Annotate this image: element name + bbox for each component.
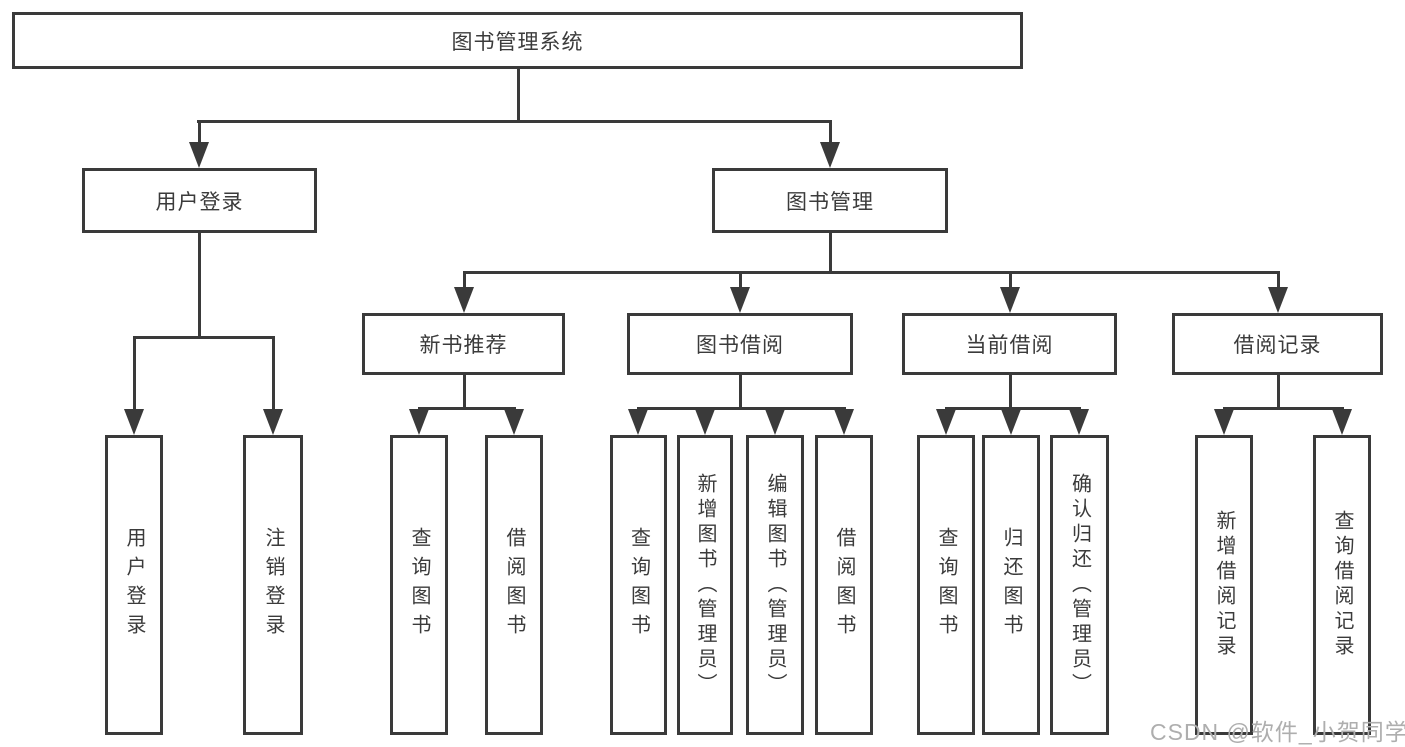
- connector-line: [829, 120, 832, 148]
- node-book-borrow: 图书借阅: [627, 313, 853, 375]
- arrowhead-icon: [834, 409, 854, 435]
- arrowhead-icon: [1332, 409, 1352, 435]
- node-root-label: 图书管理系统: [451, 30, 584, 54]
- leaf-add-book-admin: 新增图书（管理员）: [677, 435, 733, 735]
- leaf-borrow-query-book: 查询图书: [610, 435, 667, 735]
- node-book-management-label: 图书管理: [786, 190, 874, 214]
- connector-line: [517, 68, 520, 122]
- node-new-book-recommend: 新书推荐: [362, 313, 565, 375]
- leaf-return-book: 归还图书: [982, 435, 1040, 735]
- arrowhead-icon: [820, 142, 840, 168]
- connector-line: [463, 271, 466, 292]
- arrowhead-icon: [1268, 287, 1288, 313]
- node-root: 图书管理系统: [12, 12, 1023, 69]
- leaf-confirm-return-admin: 确认归还（管理员）: [1050, 435, 1109, 735]
- node-user-login: 用户登录: [82, 168, 317, 233]
- arrowhead-icon: [1214, 409, 1234, 435]
- node-book-management: 图书管理: [712, 168, 948, 233]
- connector-line: [1223, 407, 1343, 410]
- arrowhead-icon: [765, 409, 785, 435]
- arrowhead-icon: [730, 287, 750, 313]
- arrowhead-icon: [409, 409, 429, 435]
- arrowhead-icon: [1001, 409, 1021, 435]
- connector-line: [1277, 271, 1280, 292]
- connector-line: [463, 271, 1279, 274]
- node-book-borrow-label: 图书借阅: [696, 334, 784, 357]
- leaf-query-borrow-record: 查询借阅记录: [1313, 435, 1371, 735]
- connector-line: [637, 407, 845, 410]
- connector-line: [1009, 271, 1012, 292]
- connector-line: [133, 336, 136, 414]
- node-borrow-record-label: 借阅记录: [1233, 334, 1322, 357]
- watermark: CSDN @软件_小贺同学: [1150, 719, 1405, 745]
- connector-line: [463, 373, 466, 409]
- connector-line: [829, 231, 832, 273]
- node-current-borrow: 当前借阅: [902, 313, 1117, 375]
- arrowhead-icon: [504, 409, 524, 435]
- connector-line: [739, 271, 742, 292]
- leaf-current-query-book: 查询图书: [917, 435, 975, 735]
- connector-line: [1009, 373, 1012, 409]
- connector-line: [272, 336, 275, 414]
- leaf-recommend-query-book: 查询图书: [390, 435, 448, 735]
- leaf-borrow-book: 借阅图书: [815, 435, 873, 735]
- leaf-edit-book-admin: 编辑图书（管理员）: [746, 435, 804, 735]
- leaf-logout: 注销登录: [243, 435, 303, 735]
- arrowhead-icon: [936, 409, 956, 435]
- node-borrow-record: 借阅记录: [1172, 313, 1383, 375]
- arrowhead-icon: [1069, 409, 1089, 435]
- leaf-user-login: 用户登录: [105, 435, 163, 735]
- connector-line: [418, 407, 515, 410]
- arrowhead-icon: [263, 409, 283, 435]
- connector-line: [1277, 373, 1280, 409]
- connector-line: [133, 336, 274, 339]
- node-current-borrow-label: 当前借阅: [965, 334, 1054, 357]
- connector-line: [739, 373, 742, 409]
- leaf-add-borrow-record: 新增借阅记录: [1195, 435, 1253, 735]
- arrowhead-icon: [1000, 287, 1020, 313]
- arrowhead-icon: [189, 142, 209, 168]
- arrowhead-icon: [124, 409, 144, 435]
- arrowhead-icon: [454, 287, 474, 313]
- connector-line: [198, 120, 201, 148]
- leaf-recommend-borrow-book: 借阅图书: [485, 435, 543, 735]
- node-user-login-label: 用户登录: [155, 190, 244, 214]
- connector-line: [198, 231, 201, 338]
- arrowhead-icon: [628, 409, 648, 435]
- connector-line: [197, 120, 832, 123]
- arrowhead-icon: [695, 409, 715, 435]
- node-new-book-recommend-label: 新书推荐: [419, 334, 508, 357]
